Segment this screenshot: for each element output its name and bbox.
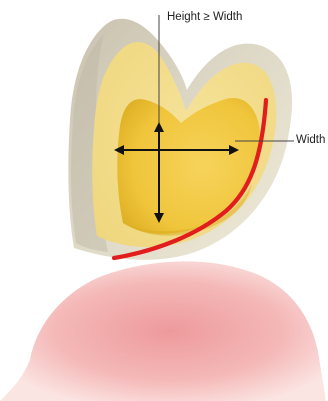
gingiva [0, 261, 326, 401]
width-label: Width [296, 134, 325, 146]
height-width-label: Height ≥ Width [167, 11, 242, 23]
